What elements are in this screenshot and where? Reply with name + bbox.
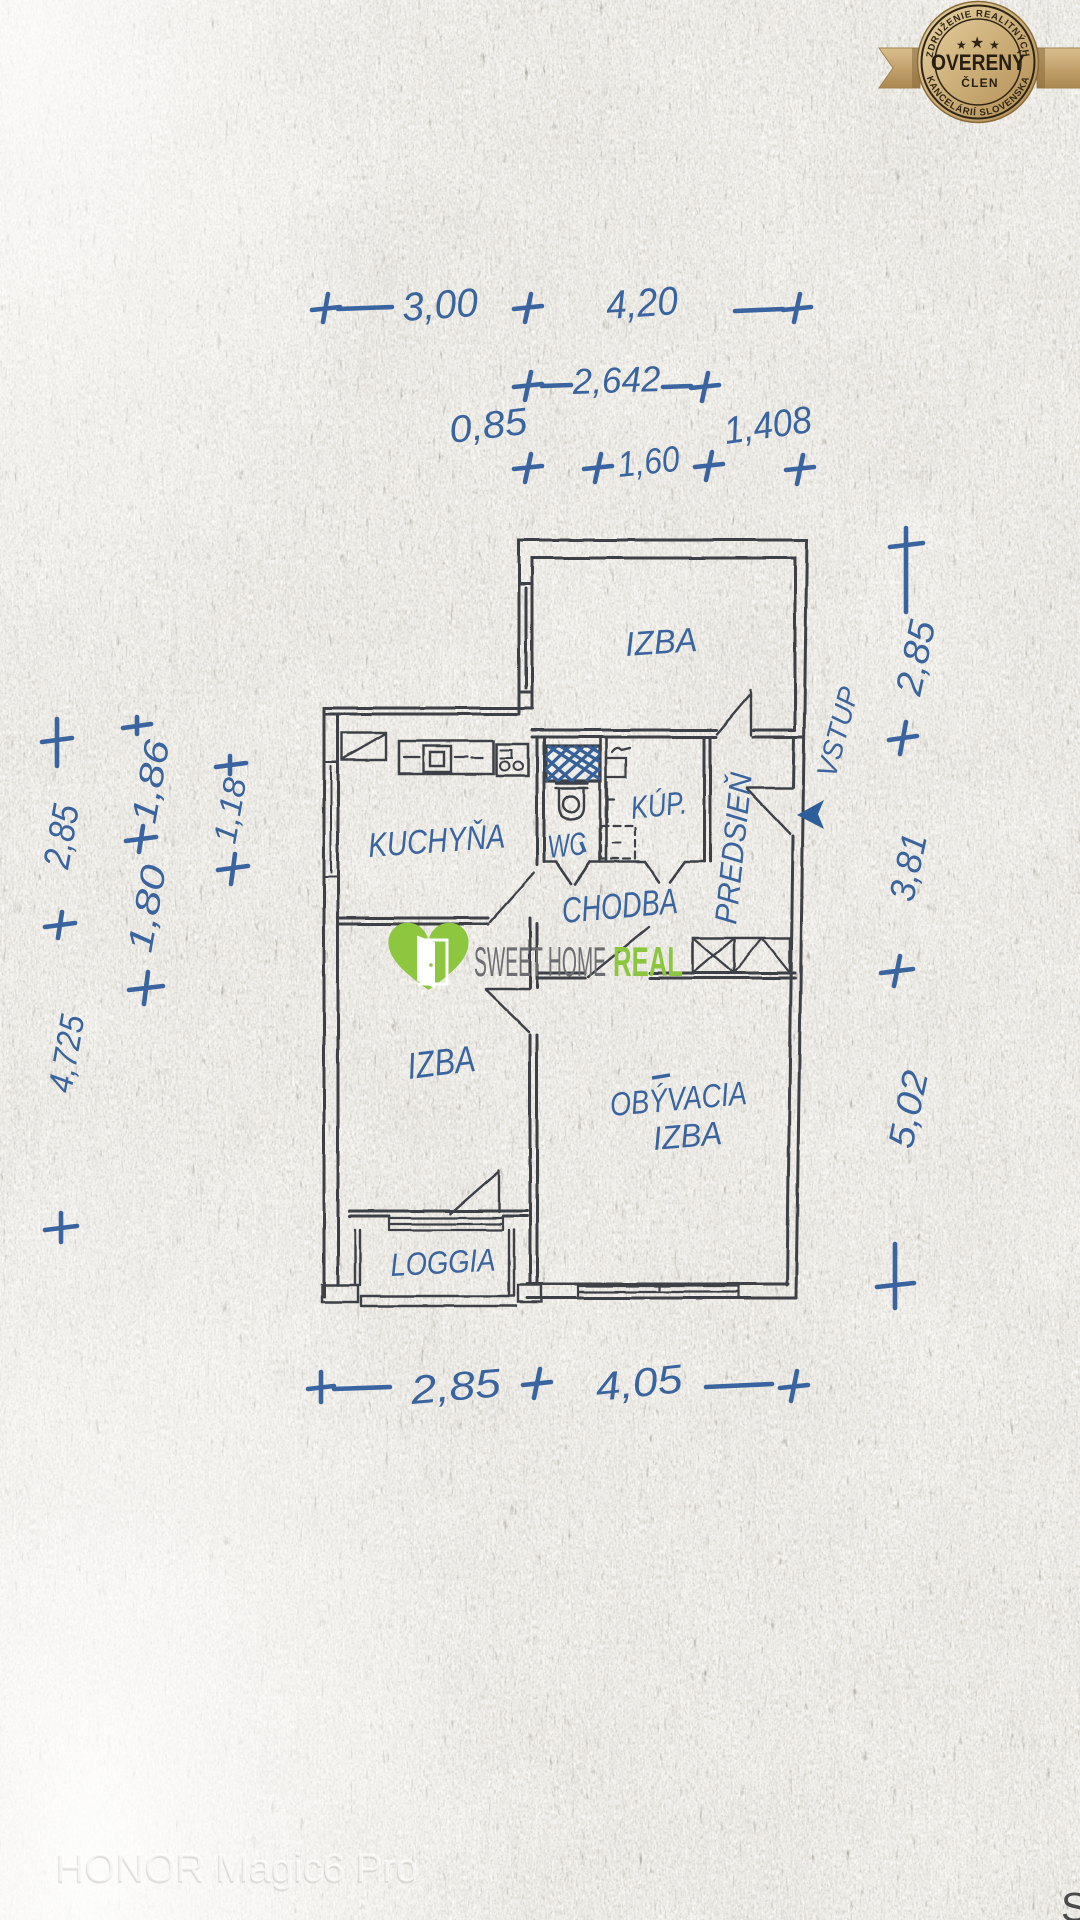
svg-text:OVERENÝ: OVERENÝ [931, 50, 1025, 75]
svg-text:★: ★ [989, 38, 1000, 52]
svg-text:4,20: 4,20 [605, 279, 680, 328]
svg-text:ČLEN: ČLEN [961, 75, 998, 90]
svg-text:★: ★ [970, 35, 984, 52]
svg-text:IZBA: IZBA [405, 1038, 477, 1087]
svg-text:HONOR Magic6 Pro: HONOR Magic6 Pro [55, 1848, 417, 1892]
svg-text:LOGGIA: LOGGIA [389, 1242, 496, 1283]
svg-text:4,05: 4,05 [593, 1357, 685, 1410]
svg-text:CHODBA: CHODBA [560, 880, 679, 931]
svg-text:0,85: 0,85 [447, 401, 530, 452]
svg-text:IZBA: IZBA [651, 1114, 723, 1157]
svg-text:REAL: REAL [613, 938, 683, 985]
svg-text:★: ★ [956, 38, 967, 52]
svg-text:1,60: 1,60 [616, 438, 682, 485]
svg-text:2,85: 2,85 [408, 1361, 504, 1413]
svg-text:3,00: 3,00 [401, 281, 480, 330]
svg-text:KÚP.: KÚP. [629, 784, 688, 826]
svg-text:2,642: 2,642 [571, 358, 661, 402]
svg-text:HONOR Magic6 Pro: HONOR Magic6 Pro [56, 1846, 418, 1890]
svg-text:SWEET HOME: SWEET HOME [474, 938, 606, 985]
svg-text:IZBA: IZBA [624, 621, 698, 664]
svg-text:S: S [1061, 1884, 1080, 1920]
